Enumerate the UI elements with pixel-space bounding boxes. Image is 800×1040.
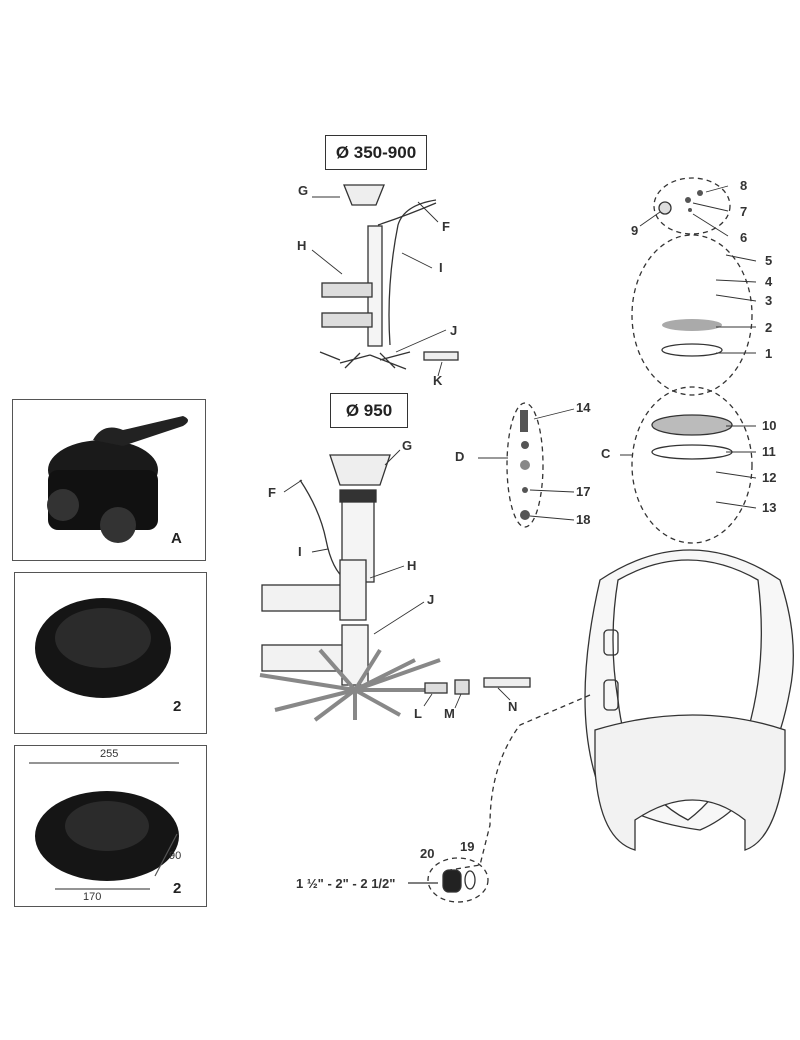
label-lower-j: J [427, 592, 435, 607]
drain-size-text: 1 ½" - 2" - 2 1/2" [296, 876, 396, 891]
label-part-19: 19 [460, 839, 475, 854]
label-lower-i: I [298, 544, 302, 559]
dim-170: 170 [83, 891, 102, 903]
top-dome-parts [520, 190, 733, 520]
label-upper-h: H [297, 238, 307, 253]
photo-multiport-valve: A [12, 399, 206, 561]
photo-label-a: A [171, 530, 182, 547]
title-950: Ø 950 [330, 393, 408, 428]
photo-label-2: 2 [173, 698, 182, 715]
label-part-14: 14 [576, 400, 591, 415]
label-lower-n: N [508, 699, 518, 714]
photo-lid-dimensions: 255 90 170 2 [14, 745, 207, 907]
label-part-17: 17 [576, 484, 591, 499]
filter-tank [408, 549, 794, 903]
dim-255: 255 [100, 748, 119, 760]
label-part-8: 8 [740, 178, 748, 193]
label-upper-j: J [450, 323, 458, 338]
label-upper-i: I [439, 260, 443, 275]
label-part-9: 9 [631, 223, 639, 238]
label-lower-m: M [444, 706, 455, 721]
label-part-3: 3 [765, 293, 773, 308]
label-upper-k: K [433, 373, 443, 388]
label-group-c: C [601, 446, 611, 461]
photo-lid: 2 [14, 572, 207, 734]
lower-lateral-assembly [259, 454, 531, 722]
title-350-900: Ø 350-900 [325, 135, 427, 170]
label-group-d: D [455, 449, 465, 464]
label-part-18: 18 [576, 512, 591, 527]
label-part-11: 11 [762, 444, 776, 459]
upper-lateral-assembly [319, 184, 459, 370]
top-dome-group [506, 177, 753, 544]
label-part-10: 10 [762, 418, 777, 433]
label-upper-f: F [442, 219, 450, 234]
lid-image [35, 598, 171, 698]
valve-image [47, 416, 188, 543]
label-part-6: 6 [740, 230, 748, 245]
label-lower-l: L [414, 706, 422, 721]
label-part-20: 20 [420, 846, 435, 861]
label-part-12: 12 [762, 470, 777, 485]
label-part-2: 2 [765, 320, 773, 335]
label-lower-g: G [402, 438, 413, 453]
lid-dim-image [29, 762, 179, 890]
label-part-7: 7 [740, 204, 748, 219]
label-part-13: 13 [762, 500, 777, 515]
dim-90: 90 [169, 850, 182, 862]
label-lower-f: F [268, 485, 276, 500]
label-part-1: 1 [765, 346, 773, 361]
label-part-5: 5 [765, 253, 773, 268]
label-part-4: 4 [765, 274, 773, 289]
label-upper-g: G [298, 183, 309, 198]
label-lower-h: H [407, 558, 417, 573]
photo-label-2b: 2 [173, 880, 182, 897]
